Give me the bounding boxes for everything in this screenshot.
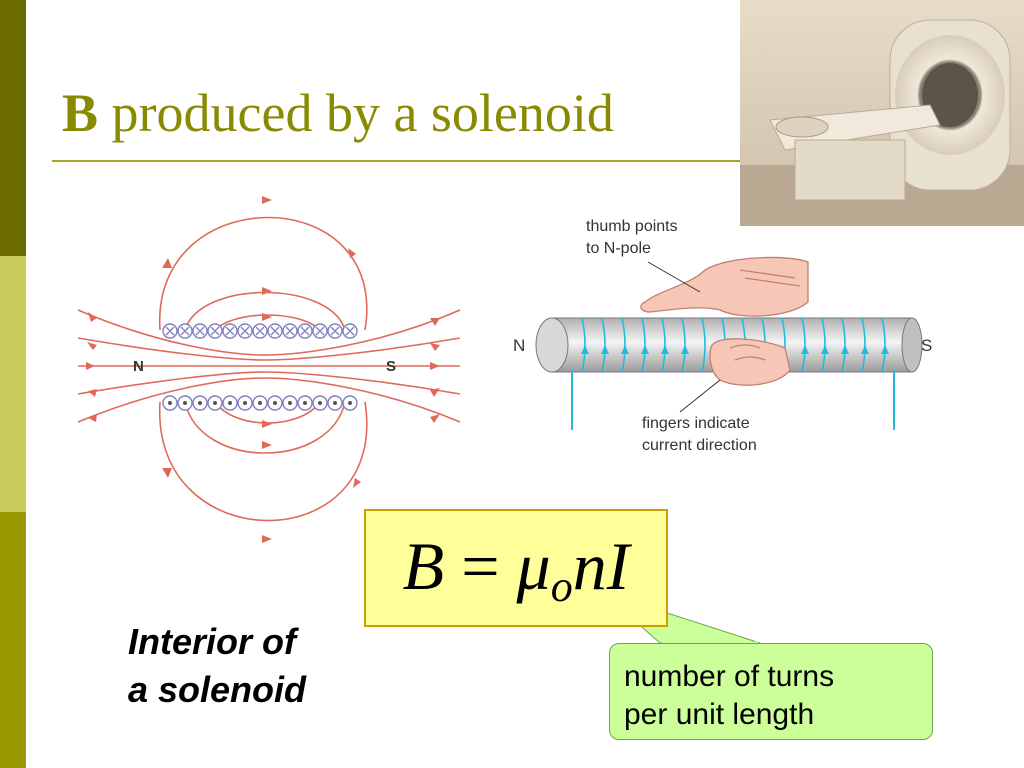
field-line-outer-top: [159, 216, 368, 331]
sidebar-band-mid: [0, 512, 26, 768]
solenoid-field-diagram: [77, 216, 461, 522]
left-north-label: N: [133, 358, 144, 375]
turns-note-line1: number of turns: [624, 660, 835, 693]
sidebar-band-light: [0, 256, 26, 512]
mri-scanner-photo: [740, 0, 1024, 226]
field-line-through-4: [77, 371, 461, 395]
interior-caption-line1: Interior of: [128, 621, 296, 662]
solenoid-formula: B = μonI: [402, 528, 630, 611]
field-line-mid-bottom: [184, 401, 346, 454]
fingers-callout-line2: current direction: [642, 437, 757, 454]
thumb-callout: thumb points to N-pole: [586, 216, 678, 260]
right-hand-icon: [640, 256, 809, 386]
fingers-callout: fingers indicate current direction: [642, 413, 757, 457]
field-arrows: [86, 196, 440, 543]
field-line-through-2: [77, 337, 461, 361]
sidebar-band-dark: [0, 0, 26, 256]
field-line-inner-top: [214, 314, 321, 331]
interior-caption: Interior of a solenoid: [128, 618, 306, 714]
rod-end: [535, 317, 569, 373]
thumb-callout-line1: thumb points: [586, 218, 678, 235]
page-title: B produced by a solenoid: [62, 83, 614, 143]
turns-note: number of turns per unit length: [609, 643, 933, 740]
turns-note-line2: per unit length: [624, 698, 815, 731]
thumb-callout-line2: to N-pole: [586, 240, 651, 257]
right-hand-rule-diagram: [535, 256, 923, 430]
formula-box: B = μonI: [364, 509, 668, 627]
field-line-through-1: [77, 309, 461, 356]
coil-dot-centers: [168, 401, 352, 405]
field-line-outer-bottom: [159, 401, 368, 522]
coil-crosses-top: [162, 323, 358, 339]
field-line-through-5: [77, 377, 461, 423]
sidebar-decoration: [0, 0, 26, 768]
interior-caption-line2: a solenoid: [128, 669, 307, 710]
fingers-callout-line1: fingers indicate: [642, 415, 750, 432]
current-arrows: [581, 345, 889, 354]
left-south-label: S: [386, 358, 397, 375]
right-south-label: S: [921, 336, 933, 355]
title-divider: [52, 160, 742, 162]
right-north-label: N: [513, 336, 526, 355]
